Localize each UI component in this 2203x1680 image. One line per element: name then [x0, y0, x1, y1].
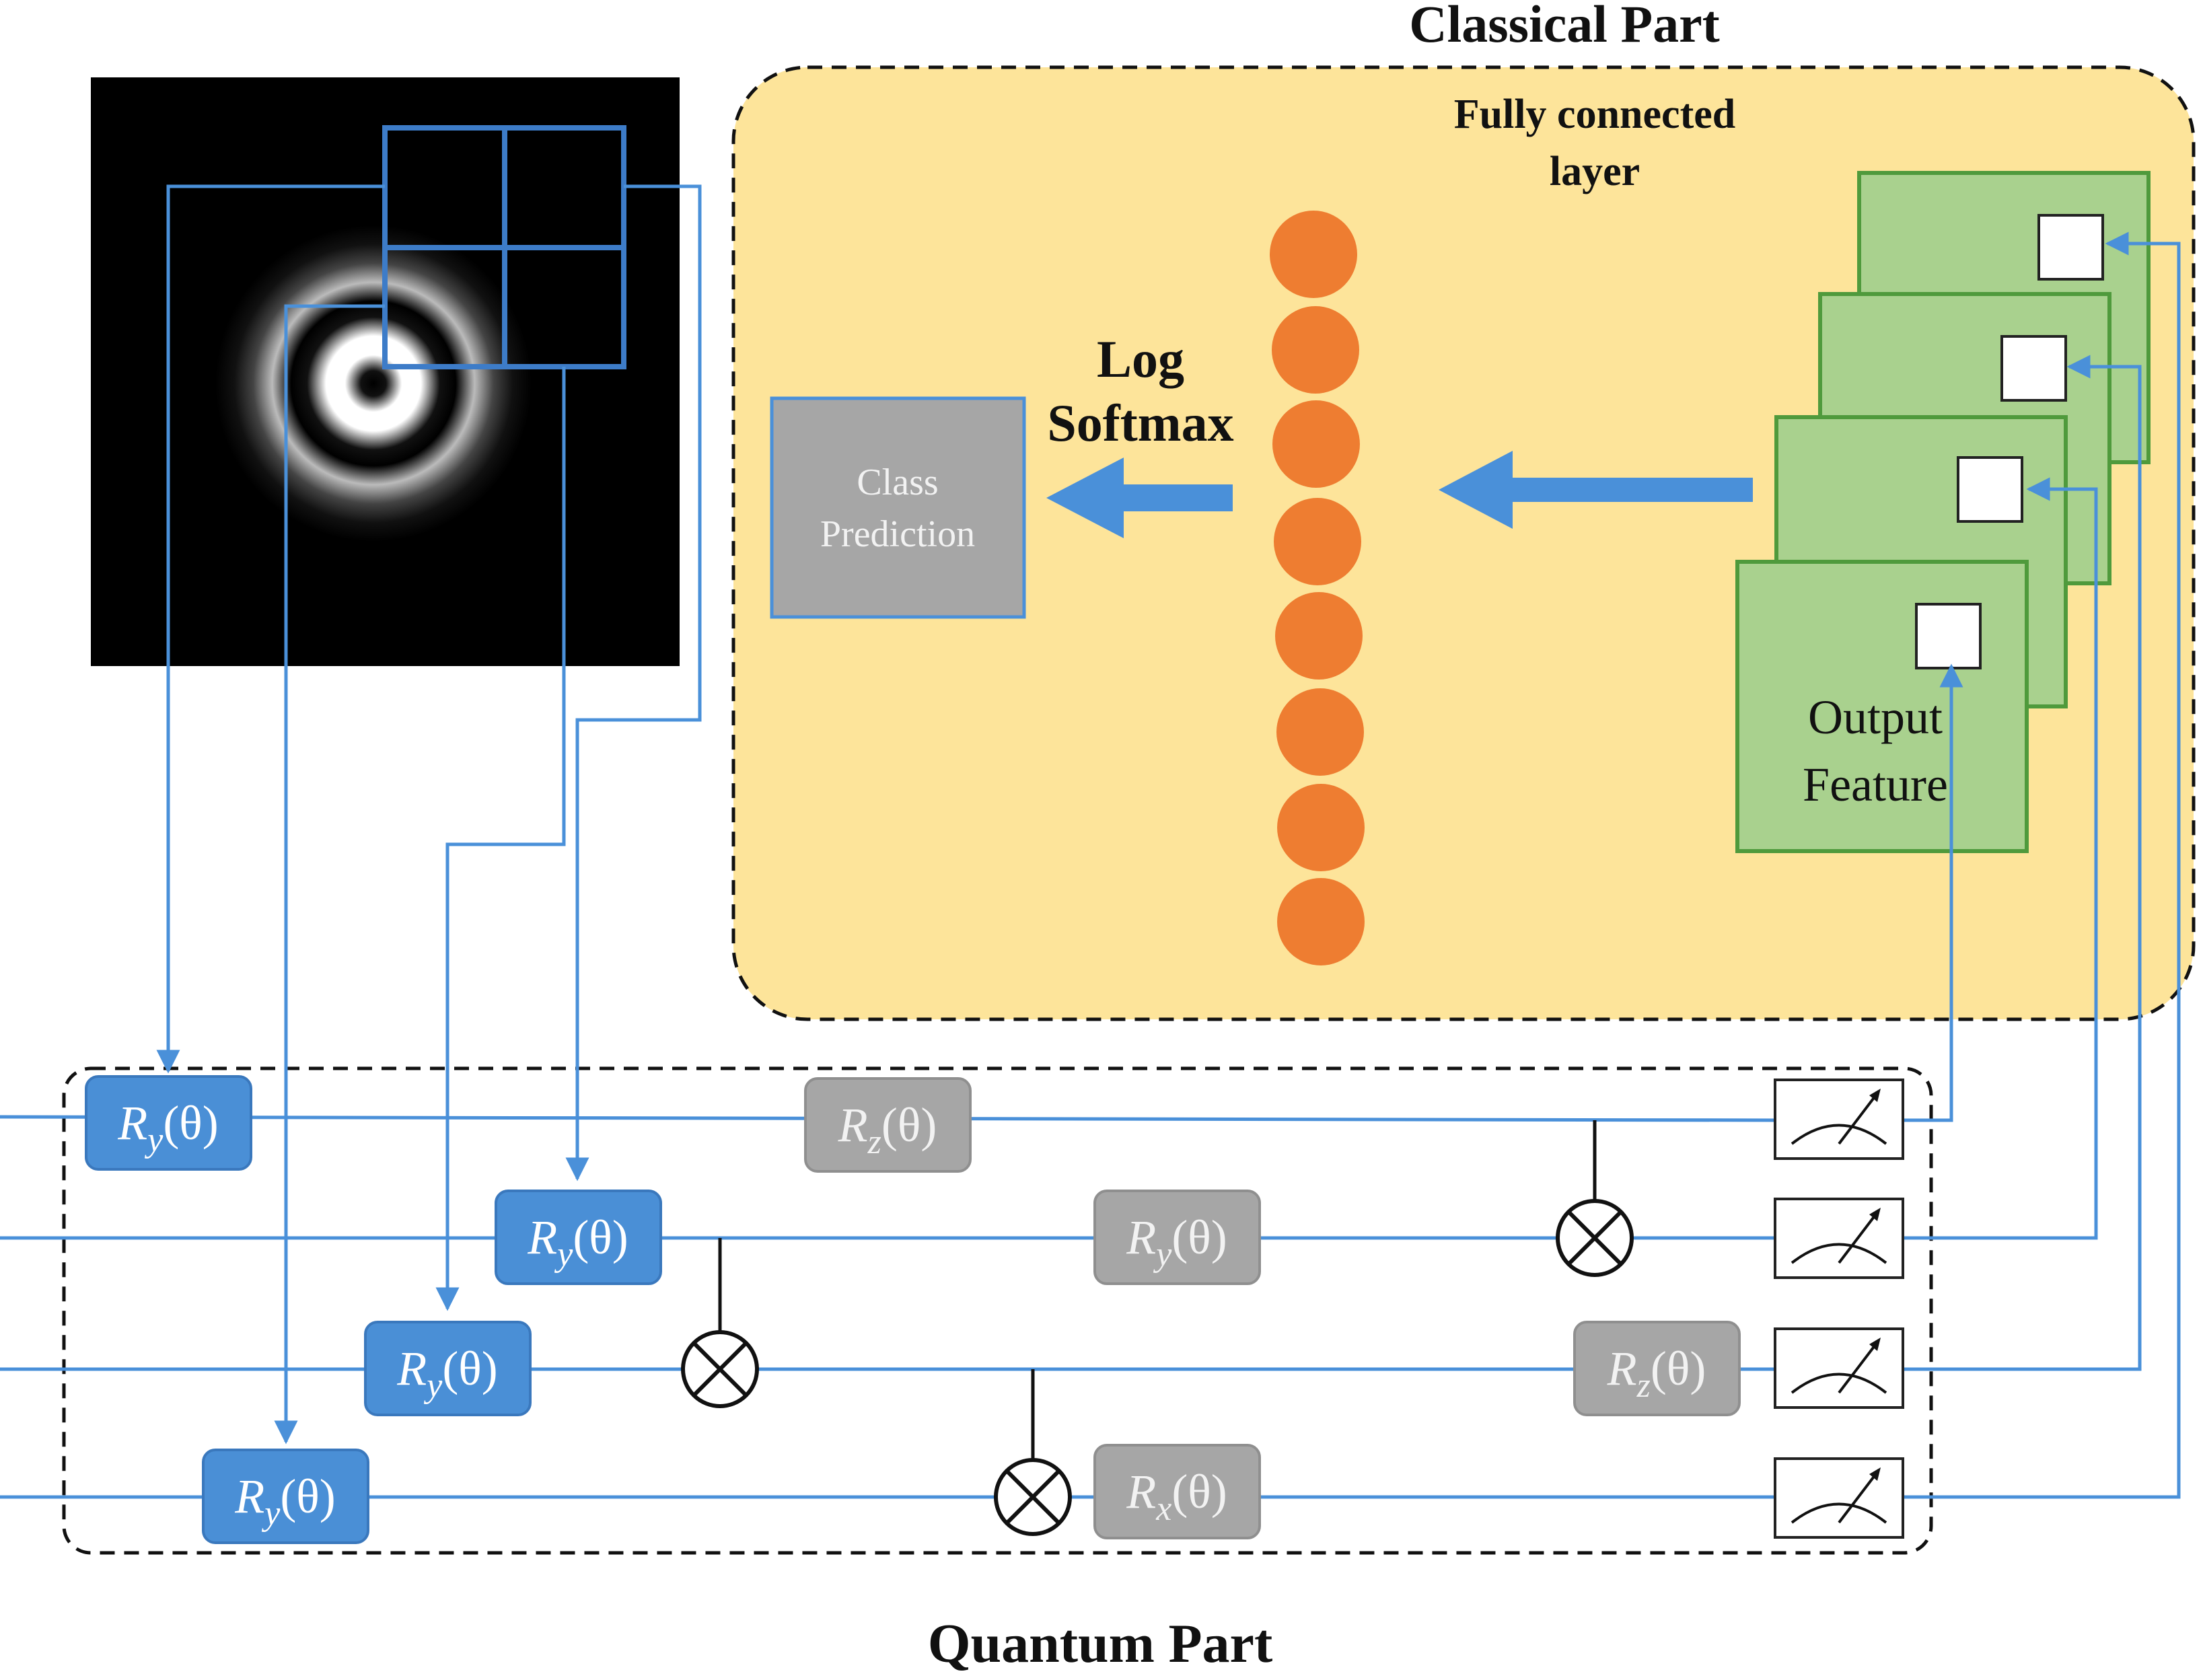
neuron — [1270, 211, 1357, 298]
fully-connected-neurons — [1270, 211, 1365, 965]
neuron — [1277, 878, 1365, 965]
input-image-ring — [215, 225, 532, 542]
neuron — [1274, 498, 1361, 585]
svg-text:Rz(θ): Rz(θ) — [838, 1098, 937, 1161]
quantum-part-region — [62, 1066, 1933, 1555]
gate-q1-ry-variational: Ry(θ) — [1093, 1190, 1261, 1285]
log-softmax-label-line2: Softmax — [1047, 394, 1233, 452]
gate-q0-rz: Rz(θ) — [804, 1077, 972, 1173]
measurement-meter-icon — [1774, 1327, 1904, 1409]
neuron — [1275, 592, 1363, 680]
svg-text:Ry(θ): Ry(θ) — [1126, 1210, 1227, 1274]
gate-q3-rx: Rx(θ) — [1093, 1444, 1261, 1539]
cnot-target-icon — [994, 1458, 1072, 1536]
gate-q3-ry: Ry(θ) — [202, 1449, 369, 1544]
gate-q0-ry: Ry(θ) — [85, 1075, 252, 1171]
class-prediction-box — [770, 396, 1026, 619]
feature-cell — [2037, 214, 2104, 281]
svg-text:Ry(θ): Ry(θ) — [396, 1342, 498, 1405]
output-feature-label-line1: Output — [1808, 690, 1943, 744]
measurement-meter-icon — [1774, 1457, 1904, 1539]
measurement-meter-icon — [1774, 1079, 1904, 1160]
arrow-icon — [1046, 458, 1233, 538]
neuron — [1277, 784, 1365, 871]
fully-connected-label-line1: Fully connected — [1454, 92, 1735, 137]
qubit-wires — [0, 1115, 1777, 1499]
output-feature-label-line2: Feature — [1803, 758, 1948, 811]
quantum-part-title: Quantum Part — [928, 1613, 1273, 1674]
cnot-controls — [718, 1120, 1597, 1459]
feature-cell — [1957, 456, 2023, 523]
svg-text:Ry(θ): Ry(θ) — [117, 1096, 219, 1159]
svg-text:Ry(θ): Ry(θ) — [527, 1210, 628, 1274]
neuron — [1272, 306, 1359, 394]
cnot-target-icon — [1556, 1199, 1634, 1277]
class-prediction-label-line1: Class — [857, 462, 938, 503]
encoding-connections — [156, 184, 702, 1445]
fully-connected-label-line2: layer — [1550, 149, 1640, 194]
cnot-target-icon — [681, 1330, 759, 1408]
readout-connections — [1903, 231, 2181, 1499]
class-prediction-label-line2: Prediction — [820, 513, 975, 555]
log-softmax-label-line1: Log — [1097, 330, 1184, 388]
feature-cell — [2000, 335, 2067, 402]
svg-text:Ry(θ): Ry(θ) — [234, 1469, 336, 1533]
arrow-icon — [1439, 451, 1753, 529]
measurement-meter-icon — [1774, 1198, 1904, 1279]
neuron — [1272, 400, 1360, 488]
gate-q2-rz: Rz(θ) — [1573, 1321, 1741, 1416]
svg-text:Rx(θ): Rx(θ) — [1126, 1465, 1227, 1528]
feature-cell — [1915, 603, 1982, 669]
neuron — [1276, 688, 1364, 776]
gate-q1-ry: Ry(θ) — [495, 1190, 662, 1285]
gate-q2-ry: Ry(θ) — [364, 1321, 532, 1416]
classical-part-title: Classical Part — [1409, 0, 1719, 53]
feature-maps: Output Feature — [1735, 171, 2151, 853]
svg-text:Rz(θ): Rz(θ) — [1607, 1342, 1706, 1405]
convolution-window — [382, 125, 626, 369]
